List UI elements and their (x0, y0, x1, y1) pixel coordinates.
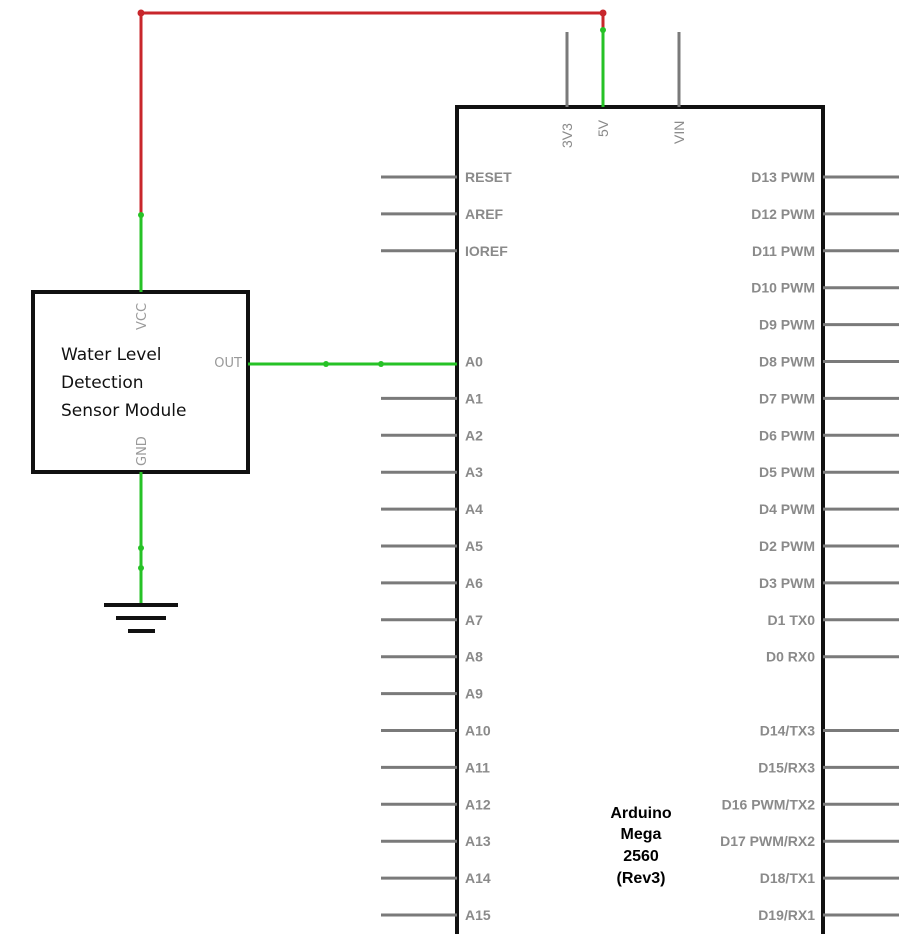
junction-dot-5v (600, 27, 606, 33)
pin-label-a4: A4 (465, 501, 483, 517)
pin-label-d12-pwm: D12 PWM (751, 206, 815, 222)
pin-label-d3-pwm: D3 PWM (759, 575, 815, 591)
pin-label-d18-tx1: D18/TX1 (760, 870, 815, 886)
top-pin-label-5v: 5V (595, 119, 611, 137)
pin-label-ioref: IOREF (465, 243, 508, 259)
pin-label-a13: A13 (465, 833, 491, 849)
pin-label-a2: A2 (465, 427, 483, 443)
arduino-board-outline (455, 105, 825, 934)
sensor-name-line-3: Sensor Module (61, 401, 187, 421)
board-name-line-2: Mega (621, 826, 662, 843)
pin-label-d15-rx3: D15/RX3 (758, 759, 815, 775)
top-pin-label-vin: VIN (671, 121, 687, 144)
sensor-pin-out-label: OUT (214, 356, 242, 371)
pin-label-d13-pwm: D13 PWM (751, 169, 815, 185)
pin-label-d16-pwm-tx2: D16 PWM/TX2 (722, 796, 816, 812)
pin-label-d0-rx0: D0 RX0 (766, 649, 815, 665)
junction-dot-out-2 (378, 361, 384, 367)
sensor-name-line-2: Detection (61, 373, 144, 393)
pin-label-a8: A8 (465, 649, 483, 665)
ground-symbol-icon (104, 603, 178, 633)
pin-label-d8-pwm: D8 PWM (759, 354, 815, 370)
pin-label-a15: A15 (465, 907, 491, 923)
pin-label-d19-rx1: D19/RX1 (758, 907, 815, 923)
pin-label-a12: A12 (465, 796, 491, 812)
sensor-pin-gnd-label: GND (135, 436, 150, 466)
junction-dot-top-left (137, 9, 145, 17)
pin-label-a0: A0 (465, 354, 483, 370)
pin-label-a14: A14 (465, 870, 491, 886)
sensor-pin-vcc-label: VCC (135, 303, 150, 330)
pin-label-d2-pwm: D2 PWM (759, 538, 815, 554)
pin-label-d4-pwm: D4 PWM (759, 501, 815, 517)
board-name-line-1: Arduino (610, 805, 672, 822)
pin-label-d14-tx3: D14/TX3 (760, 723, 815, 739)
junction-dot-out-1 (323, 361, 329, 367)
pin-label-d9-pwm: D9 PWM (759, 317, 815, 333)
pin-label-a3: A3 (465, 464, 483, 480)
pin-label-a6: A6 (465, 575, 483, 591)
pin-label-a9: A9 (465, 686, 483, 702)
top-pin-label-3v3: 3V3 (559, 123, 575, 148)
left-pin-group: RESET AREF IOREF A0A1A2A3A4A5A6A7A8A9A10A11… (381, 169, 512, 923)
pin-label-a10: A10 (465, 723, 491, 739)
sensor-name-line-1: Water Level (61, 345, 162, 365)
wire-vcc-to-5v-red (139, 11, 605, 215)
pin-label-d11-pwm: D11 PWM (752, 243, 815, 259)
junction-dot-vcc (138, 212, 144, 218)
junction-dot-gnd-2 (138, 565, 144, 571)
pin-label-d17-pwm-rx2: D17 PWM/RX2 (720, 833, 815, 849)
pin-label-a1: A1 (465, 390, 483, 406)
pin-label-d5-pwm: D5 PWM (759, 464, 815, 480)
board-name-line-4: (Rev3) (617, 870, 666, 887)
pin-label-d7-pwm: D7 PWM (759, 390, 815, 406)
pin-label-d1-tx0: D1 TX0 (768, 612, 816, 628)
pin-label-a7: A7 (465, 612, 483, 628)
pin-label-reset: RESET (465, 169, 512, 185)
board-name-line-3: 2560 (623, 848, 659, 865)
pin-label-d6-pwm: D6 PWM (759, 427, 815, 443)
pin-label-aref: AREF (465, 206, 504, 222)
right-pin-group: D13 PWM D12 PWM D11 PWM D10 PWM D9 PWM D8 PWM… (720, 169, 899, 923)
pin-label-a5: A5 (465, 538, 483, 554)
pin-label-a11: A11 (465, 759, 490, 775)
junction-dot-top-right (599, 9, 607, 17)
pin-label-d10-pwm: D10 PWM (751, 280, 815, 296)
junction-dot-gnd-1 (138, 545, 144, 551)
